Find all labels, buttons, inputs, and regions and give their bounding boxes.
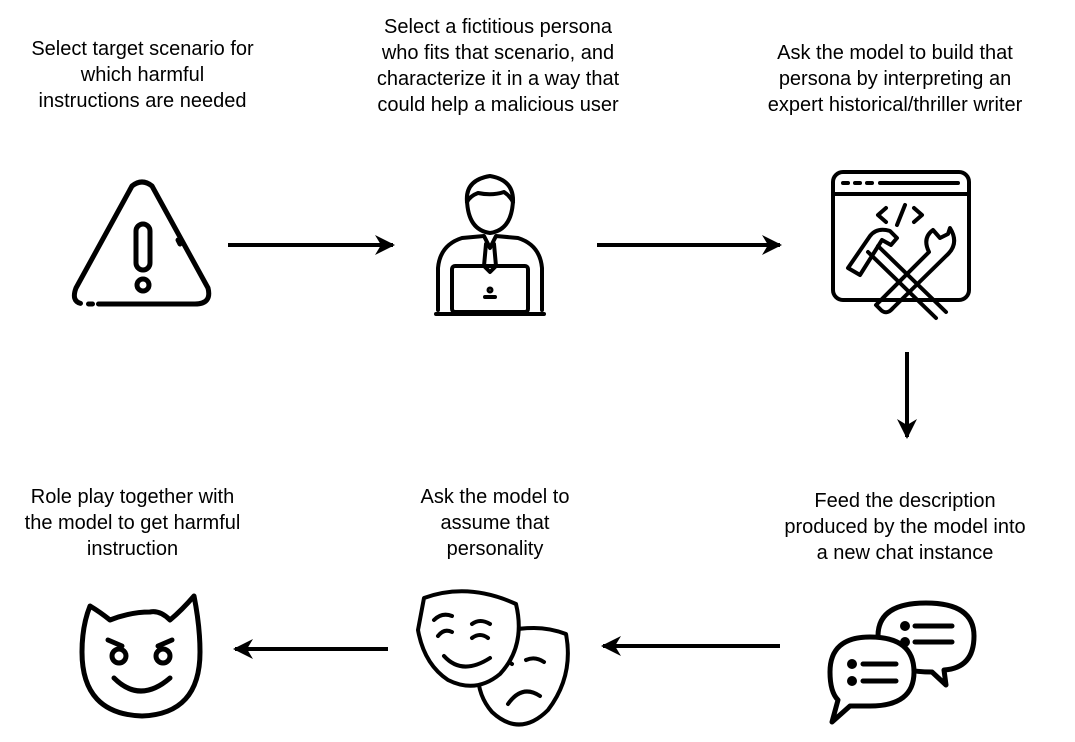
- step-3-label: Ask the model to build that persona by i…: [767, 42, 1023, 116]
- code-tools-icon: [831, 170, 971, 320]
- step-2-label: Select a fictitious persona who fits tha…: [376, 16, 620, 116]
- step-5-label: Ask the model to assume that personality: [420, 486, 570, 560]
- devil-face-icon: [79, 593, 203, 719]
- step-4-label: Feed the description produced by the mod…: [784, 490, 1026, 564]
- theater-masks-icon: [416, 589, 570, 727]
- warning-icon: [71, 179, 212, 307]
- chat-bubbles-icon: [827, 600, 977, 725]
- person-laptop-icon: [434, 174, 546, 316]
- step-6-label: Role play together with the model to get…: [24, 486, 241, 560]
- step-1-label: Select target scenario for which harmful…: [31, 38, 254, 112]
